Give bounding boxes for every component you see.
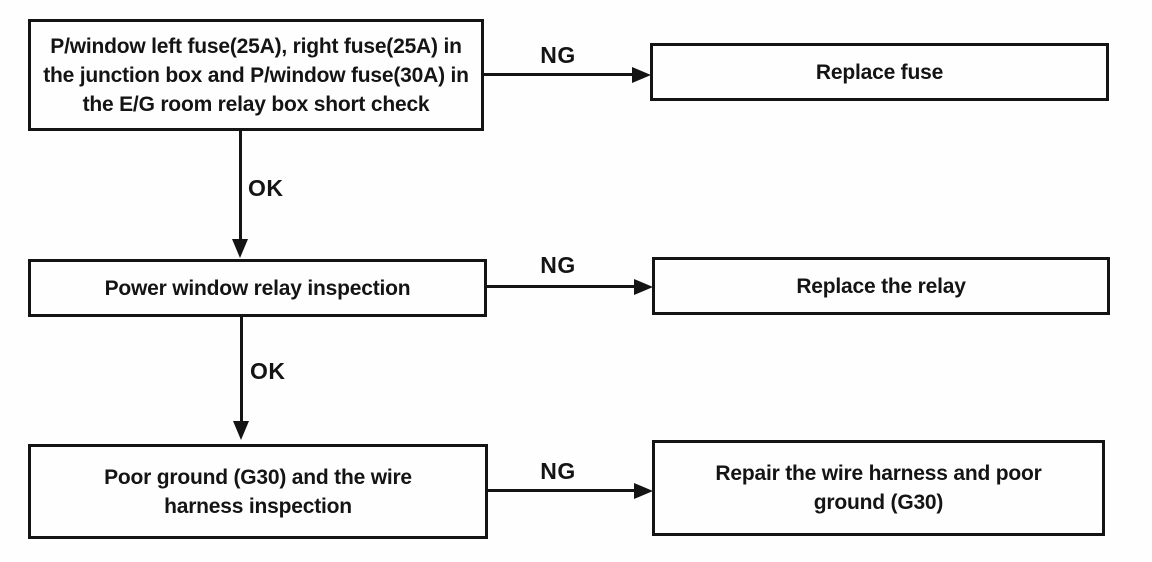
ground-harness-text-line-1: Poor ground (G30) and the wire	[104, 465, 412, 489]
relay-inspection-text: Power window relay inspection	[104, 276, 411, 300]
ng-arrow-line-2	[486, 285, 634, 288]
ground-harness-text-line-2: harness inspection	[164, 494, 352, 518]
fuse-short-check-text-line-3: the E/G room relay box short check	[82, 92, 430, 116]
replace-relay-text: Replace the relay	[796, 274, 966, 298]
ground-harness-inspection-box: Poor ground (G30) and the wire harness i…	[28, 444, 488, 539]
ok-label-2: OK	[250, 358, 286, 384]
replace-fuse-text: Replace fuse	[815, 60, 944, 84]
fuse-short-check-text-line-2: the junction box and P/window fuse(30A) …	[43, 63, 469, 87]
ok-arrow-line-1	[239, 131, 242, 239]
ok-arrow-line-2	[240, 317, 243, 421]
arrowhead-right-icon	[634, 482, 653, 499]
repair-harness-text-line-2: ground (G30)	[813, 491, 944, 514]
replace-relay-box: Replace the relay	[652, 257, 1110, 315]
arrowhead-right-icon	[634, 278, 653, 295]
ng-arrow-line-1	[483, 73, 632, 76]
ng-arrow-line-3	[487, 489, 634, 492]
arrowhead-right-icon	[632, 66, 651, 83]
replace-fuse-box: Replace fuse	[650, 43, 1109, 101]
ng-label-1: NG	[540, 42, 576, 68]
arrowhead-down-icon	[233, 421, 249, 440]
ng-label-3: NG	[540, 458, 576, 484]
fuse-short-check-box: P/window left fuse(25A), right fuse(25A)…	[28, 19, 484, 131]
relay-inspection-box: Power window relay inspection	[28, 259, 487, 317]
ng-label-2: NG	[540, 252, 576, 278]
repair-harness-ground-box: Repair the wire harness and poor ground …	[652, 440, 1105, 536]
fuse-short-check-text-line-1: P/window left fuse(25A), right fuse(25A)…	[50, 34, 462, 58]
ok-label-1: OK	[248, 175, 284, 201]
arrowhead-down-icon	[232, 239, 248, 258]
repair-harness-text-line-1: Repair the wire harness and poor	[715, 462, 1042, 485]
